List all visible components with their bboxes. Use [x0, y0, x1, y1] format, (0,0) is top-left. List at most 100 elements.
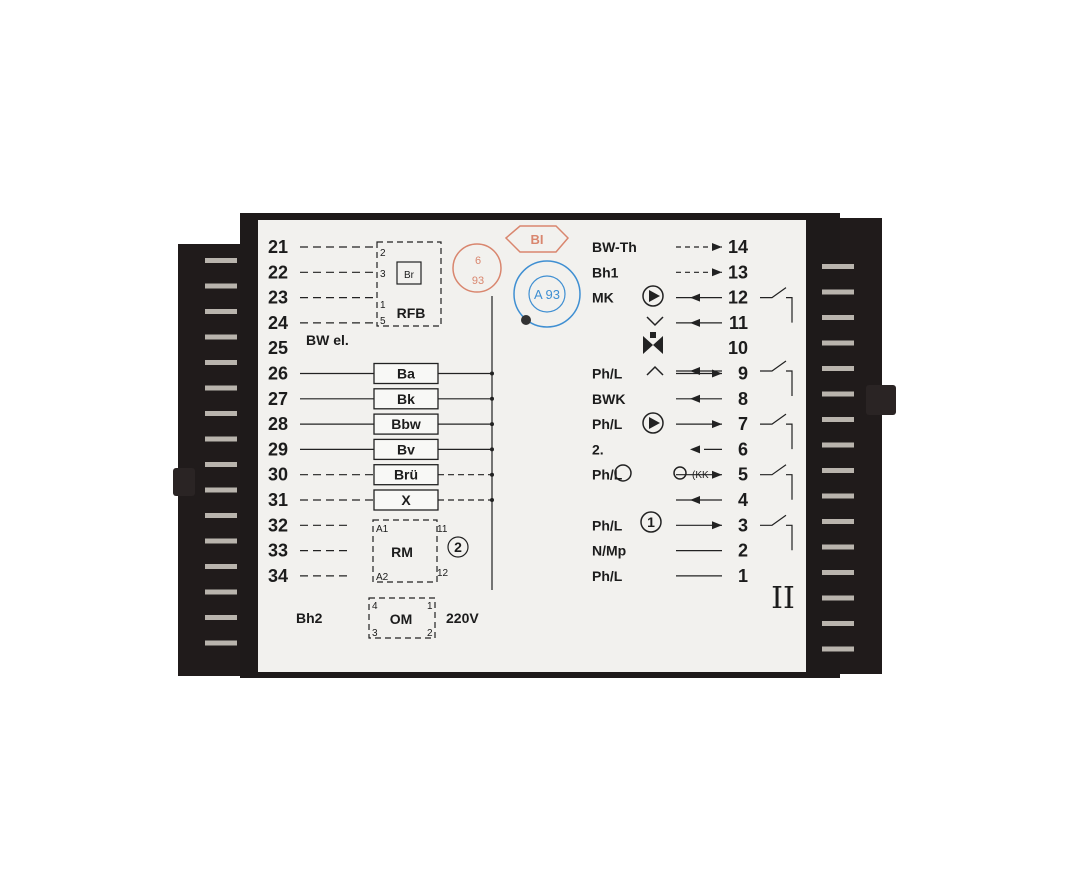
- pump-arrow-mk: [649, 290, 660, 302]
- sensor-label-0: Ba: [397, 366, 415, 382]
- right-wiring: [676, 243, 793, 577]
- left-terminal-25: 25: [268, 338, 288, 358]
- connector-pin: [822, 366, 854, 371]
- rfb-block: [376, 241, 442, 327]
- relay-contact: [760, 360, 787, 372]
- left-terminal-27: 27: [268, 389, 288, 409]
- left-terminal-21: 21: [268, 237, 288, 257]
- rfb-inner-label: Br: [404, 270, 415, 281]
- date-stamp: A 93: [513, 260, 581, 328]
- pump-icon-bwk: [642, 412, 664, 434]
- signal-label-14: BW-Th: [592, 239, 637, 255]
- connector-pin: [822, 340, 854, 346]
- connector-pin: [822, 391, 854, 397]
- connector-pin: [205, 564, 237, 569]
- connector-pin: [822, 289, 854, 295]
- right-terminal-6: 6: [738, 439, 748, 459]
- connector-pin: [205, 258, 237, 263]
- connector-pin: [822, 621, 854, 626]
- right-terminal-13: 13: [728, 262, 748, 282]
- signal-arrow: [690, 496, 700, 504]
- signal-label-13: Bh1: [592, 264, 619, 280]
- relay-return: [786, 370, 793, 396]
- chevron-up-icon: [646, 365, 664, 376]
- signal-label-9: Ph/L: [592, 366, 623, 382]
- rm-pin-a2: A2: [376, 572, 389, 583]
- connector-pin: [205, 283, 237, 289]
- connector-pin: [205, 334, 237, 340]
- left-terminal-32: 32: [268, 515, 288, 535]
- right-terminal-1: 1: [738, 566, 748, 586]
- bh2-label: Bh2: [296, 610, 323, 626]
- connector-pin: [822, 442, 854, 448]
- connector-pin: [822, 544, 854, 550]
- pump-1-badge: 1: [647, 514, 655, 530]
- rm-pin-12: 12: [437, 568, 449, 579]
- left-connector-pins: [205, 258, 237, 646]
- connector-pin: [822, 417, 854, 422]
- sensor-label-4: Brü: [394, 467, 418, 483]
- connector-pin: [822, 493, 854, 499]
- relay-return: [786, 474, 793, 500]
- signal-label-5: Ph/L: [592, 467, 623, 483]
- signal-arrow: [690, 318, 700, 327]
- om-pin-1: 1: [427, 601, 433, 612]
- sensor-label-1: Bk: [397, 391, 415, 407]
- inspection-stamp-round: 6 93: [452, 243, 502, 293]
- signal-arrow: [690, 445, 700, 454]
- relay-return: [786, 423, 793, 450]
- right-terminal-9: 9: [738, 364, 748, 384]
- connector-pin: [822, 595, 854, 601]
- signal-label-3: Ph/L: [592, 517, 623, 533]
- left-terminal-34: 34: [268, 566, 288, 586]
- connector-pin: [822, 570, 854, 575]
- relay-contact: [760, 514, 787, 526]
- connector-pin: [822, 468, 854, 473]
- right-terminal-10: 10: [728, 338, 748, 358]
- left-terminal-30: 30: [268, 465, 288, 485]
- pump-1-icon: [640, 511, 662, 533]
- connector-pin: [822, 519, 854, 524]
- right-terminal-8: 8: [738, 389, 748, 409]
- connector-pin: [205, 436, 237, 442]
- rm-pin-11: 11: [437, 524, 448, 535]
- right-terminal-4: 4: [738, 490, 748, 510]
- rm-label: RM: [391, 544, 413, 560]
- relay-contact: [760, 464, 787, 476]
- pump-icon-mk: [642, 285, 664, 307]
- stamp-round-line1: 6: [475, 255, 481, 267]
- signal-arrow: [690, 293, 700, 302]
- left-terminal-29: 29: [268, 439, 288, 459]
- signal-label-12: MK: [592, 290, 614, 306]
- rfb-pin-2: 2: [380, 248, 386, 259]
- relay-contact: [760, 287, 787, 299]
- left-terminal-22: 22: [268, 262, 288, 282]
- left-terminal-26: 26: [268, 364, 288, 384]
- connector-pin: [822, 646, 854, 652]
- left-terminal-23: 23: [268, 288, 288, 308]
- left-terminal-31: 31: [268, 490, 288, 510]
- connector-pin: [205, 411, 237, 416]
- inspection-stamp-top: BI: [504, 225, 570, 253]
- connector-pin: [205, 360, 237, 365]
- left-wiring: [300, 246, 493, 590]
- left-terminal-33: 33: [268, 541, 288, 561]
- pump-arrow-bwk: [649, 417, 660, 429]
- rfb-pin-3: 3: [380, 269, 386, 280]
- sensor-label-3: Bv: [397, 441, 415, 457]
- om-label: OM: [390, 611, 413, 627]
- signal-arrow: [690, 366, 700, 375]
- right-terminal-7: 7: [738, 414, 748, 434]
- connector-pin: [822, 315, 854, 320]
- connector-pin: [205, 385, 237, 391]
- rfb-pin-5: 5: [380, 316, 386, 327]
- valve-stem: [650, 332, 656, 338]
- connector-pin: [205, 589, 237, 595]
- om-pin-4: 4: [372, 601, 378, 612]
- relay-contact: [760, 413, 787, 425]
- signal-label-8: BWK: [592, 391, 625, 407]
- right-terminal-14: 14: [728, 237, 748, 257]
- stamp-top-text: BI: [531, 232, 544, 247]
